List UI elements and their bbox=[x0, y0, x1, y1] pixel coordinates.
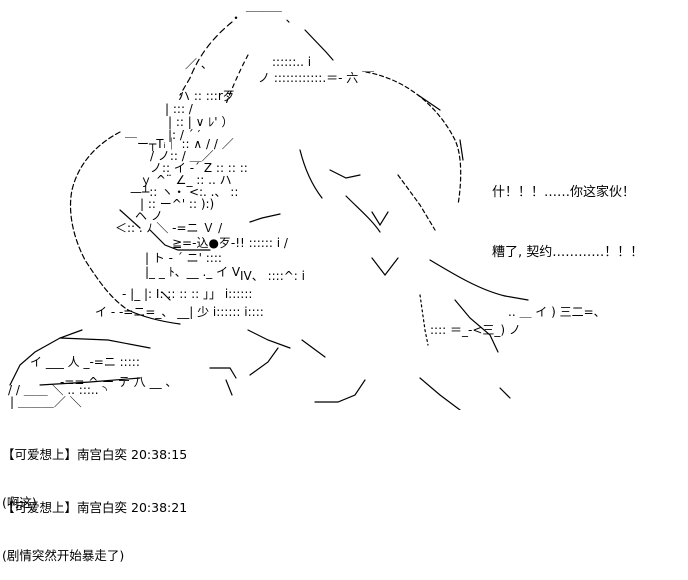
chat-timestamp: 20:38:15 bbox=[131, 447, 188, 462]
speech-text: 什！！！……你这家伙！ 糟了, 契约…………！！！ bbox=[492, 143, 643, 283]
art-line: ￣ー┬Tᵢ｜ :: ∧ / / ／ bbox=[125, 137, 234, 151]
art-line: / / ＿＿ ＼ .. :::.. ◝ bbox=[8, 383, 107, 397]
art-line: ＜:: . ﾉ ＼ -=ニ Ｖ / bbox=[115, 221, 223, 235]
chat-text: (啊这) bbox=[2, 495, 37, 510]
chat-timestamp: 20:38:21 bbox=[131, 500, 188, 515]
art-line: イ ___ 人 _-=ニ ::::: bbox=[30, 355, 140, 369]
art-line: / ノ:: / ＿／ bbox=[150, 149, 214, 163]
speech-line: 糟了, 契约…………！！！ bbox=[492, 245, 644, 260]
art-line: | :: | ∨ ﾚ' ） bbox=[168, 115, 233, 129]
ascii-art-illustration: ・ ￣￣￣ 、 ／ 、 ::::::.. i ノ ::::::::::::.＝-… bbox=[8, 11, 606, 410]
art-line: イ - -=ニ=_、 __| 少 i:::::: i:::: bbox=[95, 305, 264, 319]
art-line: —┴:: ヽ・ <:. .、 :: bbox=[130, 184, 238, 199]
speech-line: 什！！！……你这家伙！ bbox=[492, 185, 636, 200]
art-line: ヘ ノ bbox=[135, 209, 163, 223]
art-line: ノ:: イ -´ Z :: :: :: bbox=[150, 161, 248, 175]
art-line: ::::::.. i bbox=[272, 55, 311, 69]
art-line: ハ :: :::r歹 bbox=[178, 89, 235, 103]
chat-text: (剧情突然开始暴走了) bbox=[2, 548, 125, 563]
art-line: | :: ー^' :: ):) bbox=[140, 197, 214, 211]
art-line: |_ _ ﾄ、__ ._ イ V bbox=[145, 265, 241, 279]
art-line: -== ^ ー テ 八 __ 、 bbox=[60, 375, 177, 389]
art-line: ≧=-込●歹-!! :::::: i / bbox=[172, 236, 289, 250]
art-line: ／ 、 bbox=[185, 57, 213, 71]
art-line: | ＿＿＿／ ＼ bbox=[10, 395, 82, 409]
art-line: | ト - ´ ニ' :::: bbox=[145, 251, 222, 265]
art-line: ・ ￣￣￣ 、 bbox=[230, 11, 298, 25]
art-line: .. ＿ イ ) 三二=、 bbox=[508, 305, 606, 319]
chat-sender: 【可爱想上】南宫白奕 bbox=[2, 447, 128, 462]
art-line: | ::: / bbox=[165, 102, 194, 116]
art-line: - |_ |: I: :: :: :: 」」 i:::::: bbox=[122, 287, 252, 301]
chat-sender: 【可爱想上】南宫白奕 bbox=[2, 500, 128, 515]
art-line: ノ ::::::::::::.＝- 六 ￣ bbox=[258, 71, 374, 85]
ascii-art-canvas: ・ ￣￣￣ 、 ／ 、 ::::::.. i ノ ::::::::::::.＝-… bbox=[8, 11, 606, 410]
ascii-art-strokes bbox=[9, 21, 529, 410]
ascii-art-glyphs: ・ ￣￣￣ 、 ／ 、 ::::::.. i ノ ::::::::::::.＝-… bbox=[8, 11, 606, 409]
art-line: :::: ＝_-<三_) ノ bbox=[430, 323, 521, 337]
art-line: ｙ ^¨ ∠_ :: .. ハ bbox=[140, 173, 232, 187]
art-line: IV、 ::::^: i bbox=[240, 269, 305, 283]
art-line: |: / ´ ′ bbox=[168, 128, 201, 142]
